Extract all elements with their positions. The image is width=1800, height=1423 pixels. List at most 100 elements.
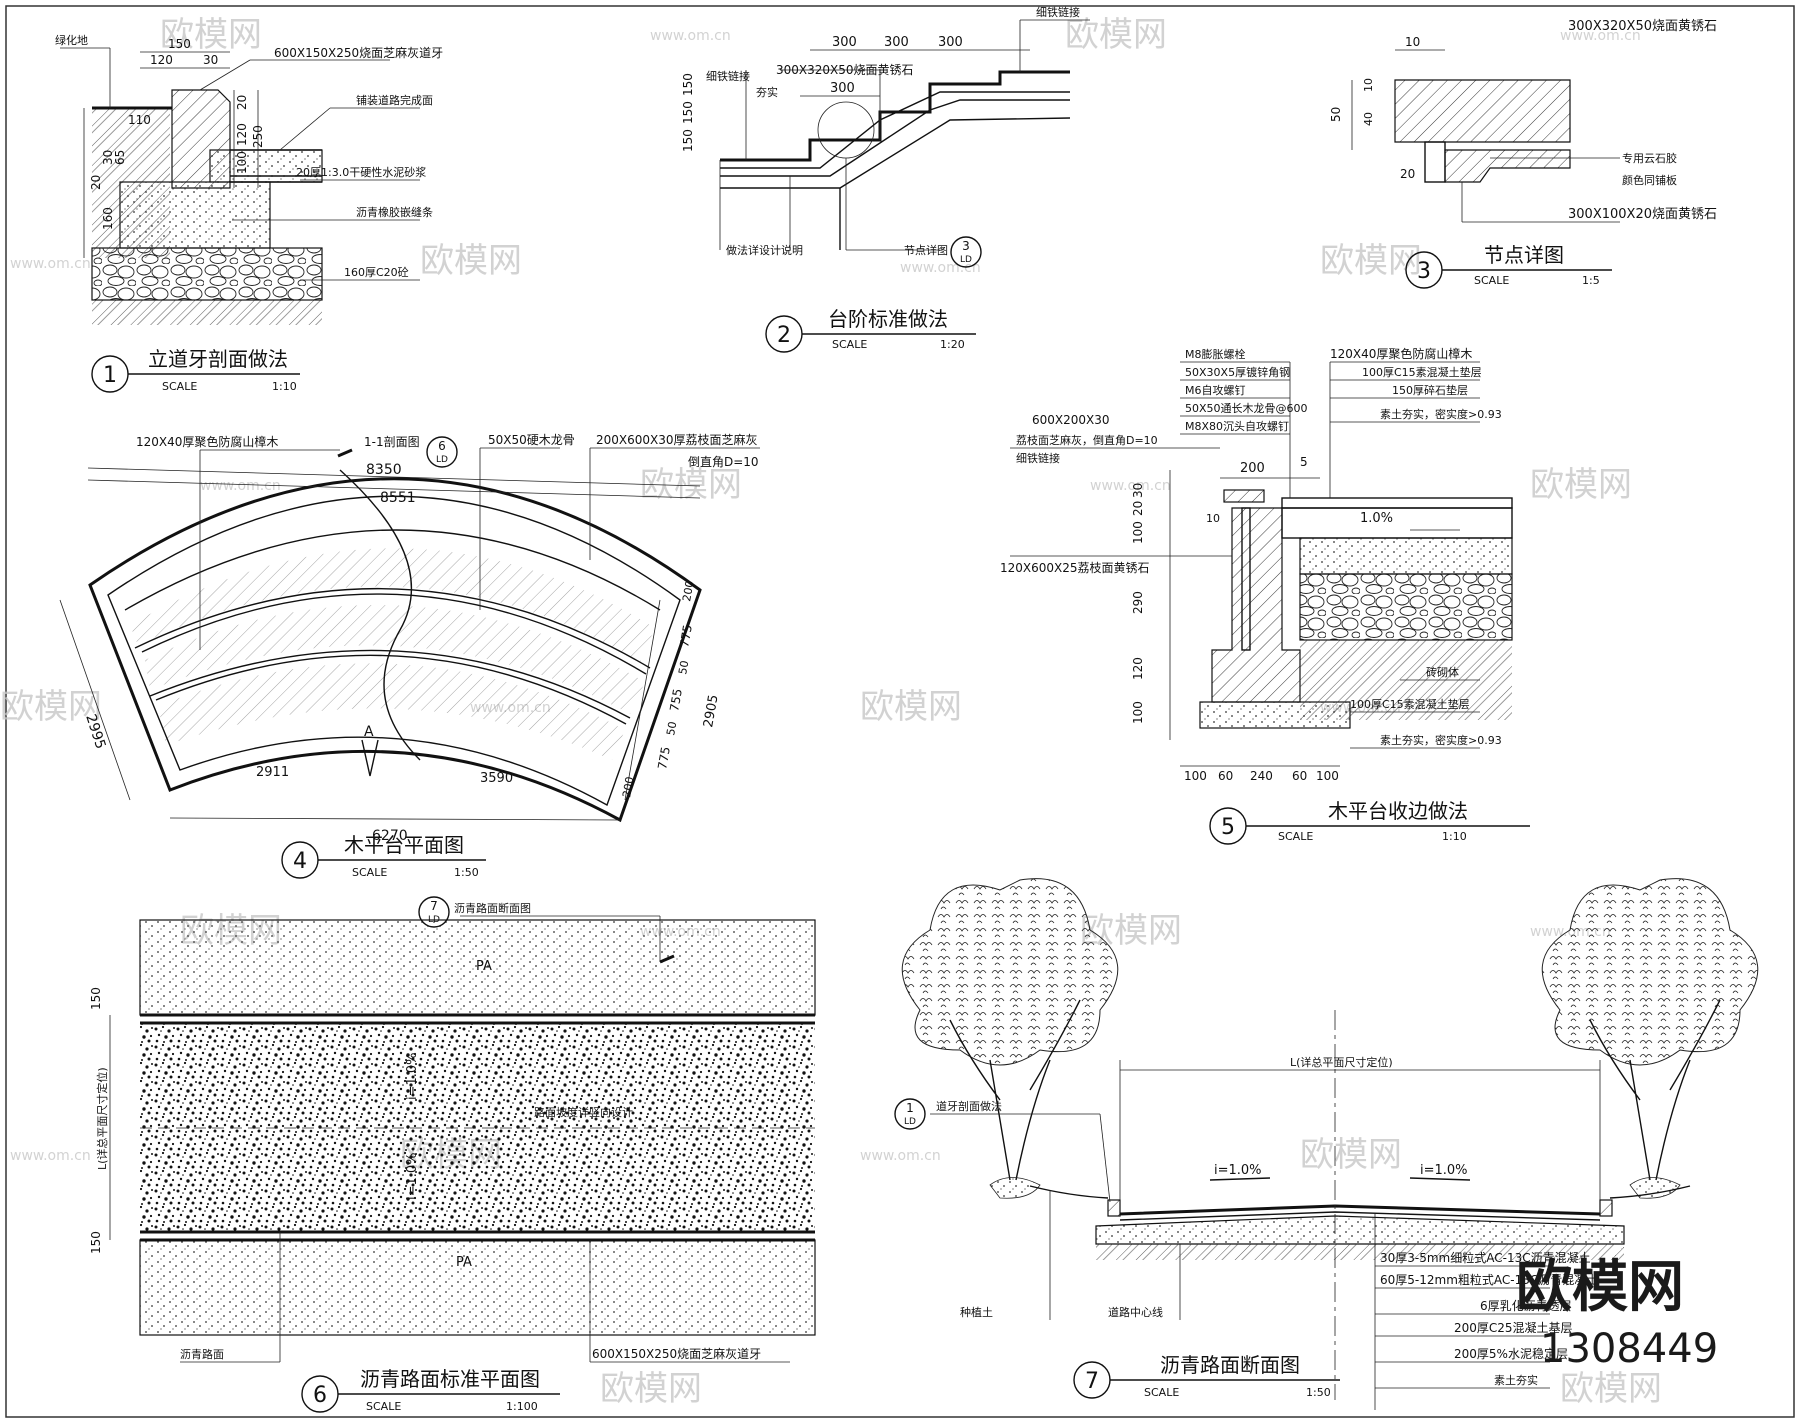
layer-label: 200厚5%水泥稳定层 (1454, 1346, 1568, 1361)
title-scale-label: SCALE (1144, 1386, 1179, 1399)
callout-label: 1-1剖面图 (364, 435, 420, 449)
watermark-url: www.om.cn (1090, 478, 1171, 494)
zone-label: PA (456, 1255, 472, 1270)
dim-label: 30 (101, 150, 115, 165)
callout-label: 160厚C20砼 (344, 266, 409, 279)
title-scale-label: SCALE (352, 866, 387, 879)
dim-label: 2905 (701, 693, 722, 728)
dim-label: 20 (89, 175, 103, 190)
dim-label: 150 (681, 129, 695, 152)
detail-3-joint-detail: 10 50 10 40 20 300X320X50烧面黄锈石 专用云石胶 颜色同… (1329, 19, 1717, 289)
detail-1-curb-section: 150 120 30 110 20 30 65 160 20 120 100 2… (55, 33, 443, 393)
ref-sheet: LD (436, 455, 448, 465)
callout-label: 200X600X30厚荔枝面芝麻灰 (596, 432, 758, 447)
dim-label: 150 (89, 987, 103, 1010)
tree-right (1541, 878, 1759, 1199)
callout-label: 细铁链接 (706, 69, 750, 83)
title-name: 立道牙剖面做法 (148, 347, 288, 371)
dim-label: 50 (676, 659, 691, 675)
title-number: 2 (777, 323, 791, 348)
section-mark: A (364, 724, 374, 740)
slope-label: i=1.0% (1214, 1163, 1262, 1178)
watermark-url: www.om.cn (200, 478, 281, 494)
detail-2-title: 2 台阶标准做法 SCALE 1:20 (765, 307, 976, 353)
callout-label: 颜色同铺板 (1622, 173, 1677, 187)
detail-6-title: 6 沥青路面标准平面图 SCALE 1:100 (301, 1367, 560, 1413)
layer-label: 素土夯实 (1494, 1373, 1538, 1387)
section-ref-7: 7 LD (418, 896, 450, 928)
dim-label: 10 (1362, 78, 1375, 92)
dim-label: 100 (235, 151, 249, 174)
zone-label: PA (476, 959, 492, 974)
dim-label: 120 (235, 123, 249, 146)
dim-label: 20 (235, 95, 249, 110)
ref-sheet: LD (428, 915, 440, 925)
dim-label: 8551 (380, 490, 416, 506)
callout-label: 夯实 (756, 85, 778, 99)
dim-label: 6270 (372, 828, 408, 844)
watermark-logo: 欧模网 (860, 687, 962, 727)
callout-label: 节点详图 (904, 243, 948, 257)
dim-label: 50 (664, 720, 679, 736)
dim-label: 100 (1184, 769, 1207, 783)
title-scale: 1:100 (506, 1400, 538, 1413)
dim-label: 775 (655, 746, 673, 771)
watermark-url: www.om.cn (900, 260, 981, 276)
section-ref-1: 1 LD (894, 1098, 926, 1130)
title-scale: 1:10 (272, 380, 297, 393)
ref-number: 3 (962, 239, 970, 253)
callout-label: 素土夯实，密实度>0.93 (1380, 407, 1502, 421)
dim-label: 10 (1405, 35, 1420, 49)
callout-label: 600X150X250烧面芝麻灰道牙 (592, 1346, 761, 1361)
title-scale-label: SCALE (366, 1400, 401, 1413)
callout-label: M8膨胀螺栓 (1185, 347, 1246, 361)
layer-label: 60厚5-12mm粗粒式AC-13C沥青混凝土 (1380, 1272, 1598, 1287)
callout-label: 50X50硬木龙骨 (488, 433, 575, 447)
callout-label: M6自攻螺钉 (1185, 383, 1246, 397)
dim-label: 300 (830, 81, 855, 96)
title-name: 沥青路面标准平面图 (360, 1367, 540, 1391)
dim-label: 20 (1400, 167, 1415, 181)
callout-label: 素土夯实，密实度>0.93 (1380, 733, 1502, 747)
watermark-logo: 欧模网 (0, 687, 102, 727)
title-name: 木平台平面图 (344, 833, 464, 857)
title-number: 4 (293, 849, 307, 874)
dim-label: 150 (168, 37, 191, 51)
callout-label: 50X50通长木龙骨@600 (1185, 402, 1308, 415)
dim-label: 250 (251, 125, 265, 148)
layer-label: 200厚C25混凝土基层 (1454, 1320, 1573, 1335)
detail-7-road-section: L(详总平面尺寸定位) i=1.0% i=1.0% 道牙剖面做法 1 LD 种植… (894, 878, 1759, 1410)
callout-label: 道牙剖面做法 (936, 1099, 1002, 1113)
dim-label: 8350 (366, 462, 402, 478)
watermark-logo: 欧模网 (1320, 241, 1422, 281)
callout-label: 沥青路面断面图 (454, 901, 531, 915)
asphalt-surface (140, 1023, 815, 1232)
detail-3-title: 3 节点详图 SCALE 1:5 (1405, 243, 1612, 289)
detail-ref-3: 3 LD (950, 236, 982, 268)
dim-label: 150 (681, 73, 695, 96)
title-scale: 1:20 (940, 338, 965, 351)
watermark-logo: 欧模网 (1560, 1369, 1662, 1409)
callout-label: 300X320X50烧面黄锈石 (1568, 19, 1717, 34)
planting-strip-top (139, 919, 816, 1016)
curb-stone (171, 89, 231, 189)
callout-label: 铺装道路完成面 (356, 93, 433, 107)
subgrade (1096, 1244, 1624, 1260)
dim-label: 300 (884, 35, 909, 50)
dim-label: 300 (938, 35, 963, 50)
dim-label: 3590 (480, 771, 513, 786)
callout-label: 120X40厚聚色防腐山樟木 (1330, 346, 1472, 361)
brand-logo: 欧模网 (1516, 1255, 1684, 1320)
callout-label: 做法详设计说明 (726, 243, 803, 257)
title-scale: 1:50 (1306, 1386, 1331, 1399)
slope-label: 1.0% (1360, 511, 1393, 526)
detail-4-title: 4 木平台平面图 SCALE 1:50 (281, 833, 486, 879)
callout-label: 150厚碎石垫层 (1392, 383, 1468, 397)
dim-label: 100 (1131, 701, 1145, 724)
title-name: 节点详图 (1484, 243, 1564, 267)
title-number: 3 (1417, 259, 1431, 284)
callout-label: 120X600X25荔枝面黄锈石 (1000, 560, 1150, 575)
edge-strip (1444, 149, 1571, 183)
title-scale-label: SCALE (1474, 274, 1509, 287)
